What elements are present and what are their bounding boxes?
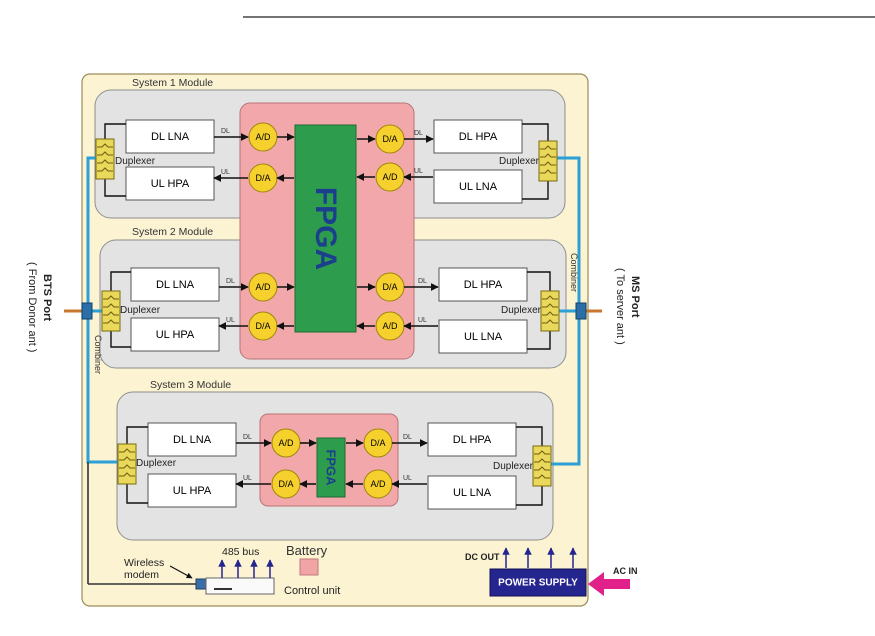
m3-ul-hpa-box bbox=[147, 473, 237, 508]
bts-port-subtitle: ( From Donor ant ) bbox=[26, 262, 38, 352]
m3-right-dl-tag: DL bbox=[403, 434, 412, 441]
battery-block bbox=[299, 558, 319, 576]
duplexer-block-m2-right bbox=[540, 290, 560, 332]
left-combiner-label: Combiner bbox=[93, 335, 103, 374]
ac-in-arrow bbox=[588, 572, 630, 596]
m1-right-duplexer-label: Duplexer bbox=[499, 156, 540, 167]
m2-ad-label: A/D bbox=[255, 282, 271, 292]
m3-left-dl-tag: DL bbox=[243, 434, 252, 441]
m1-left-duplexer-label: Duplexer bbox=[115, 156, 156, 167]
m1-right-dl-tag: DL bbox=[414, 130, 423, 137]
signal-arrows bbox=[213, 133, 439, 488]
m2-ul-hpa-label: UL HPA bbox=[156, 329, 195, 341]
bus-label: 485 bus bbox=[222, 546, 259, 558]
m1-ul-hpa-box bbox=[125, 166, 215, 201]
ms-port-title: MS Port bbox=[629, 276, 641, 318]
m1-ul-lna-label: UL LNA bbox=[459, 181, 498, 193]
m2-right-duplexer-label: Duplexer bbox=[501, 305, 542, 316]
m3-left-duplexer-label: Duplexer bbox=[136, 458, 177, 469]
dc-out-arrows bbox=[502, 547, 577, 568]
duplexer-block-m2-left bbox=[101, 290, 121, 332]
m1-right-ul-tag: UL bbox=[414, 168, 423, 175]
m2-dl-lna-label: DL LNA bbox=[156, 279, 195, 291]
power-supply-box bbox=[489, 568, 587, 597]
duplexer-block-m1-right bbox=[538, 140, 558, 182]
m2-right-ul-tag: UL bbox=[418, 317, 427, 324]
m3-dl-hpa-box bbox=[427, 422, 517, 457]
duplexer-wiring bbox=[104, 123, 551, 506]
module-1-title: System 1 Module bbox=[132, 77, 213, 89]
m1-ad-label: A/D bbox=[255, 132, 271, 142]
module-3-title: System 3 Module bbox=[150, 379, 231, 391]
m2-dl-hpa-box bbox=[438, 267, 528, 302]
control-unit-label: Control unit bbox=[284, 585, 340, 597]
m2-left-duplexer-label: Duplexer bbox=[120, 305, 161, 316]
m3-da-label-left: D/A bbox=[278, 479, 293, 489]
m1-ul-hpa-label: UL HPA bbox=[151, 178, 190, 190]
m2-left-dl-tag: DL bbox=[226, 278, 235, 285]
m3-left-ul-tag: UL bbox=[243, 475, 252, 482]
m3-right-ul-tag: UL bbox=[403, 475, 412, 482]
m1-dl-lna-label: DL LNA bbox=[151, 131, 190, 143]
ms-port-subtitle: ( To server ant ) bbox=[614, 268, 626, 345]
m3-dl-lna-label: DL LNA bbox=[173, 434, 212, 446]
wireless-modem-label-line1: Wireless bbox=[124, 557, 164, 569]
m1-ad-label-right: A/D bbox=[382, 172, 398, 182]
m1-left-ul-tag: UL bbox=[221, 169, 230, 176]
m2-right-dl-tag: DL bbox=[418, 278, 427, 285]
fpga-chip-large bbox=[294, 124, 357, 333]
m3-ul-hpa-label: UL HPA bbox=[173, 485, 212, 497]
ac-in-label: AC IN bbox=[613, 566, 638, 576]
battery-label: Battery bbox=[286, 543, 328, 558]
m3-right-duplexer-label: Duplexer bbox=[493, 461, 534, 472]
modem-pointer-arrow bbox=[169, 565, 193, 579]
wireless-modem-label-line2: modem bbox=[124, 569, 159, 581]
m1-da-label-left: D/A bbox=[255, 173, 270, 183]
dc-out-label: DC OUT bbox=[465, 552, 500, 562]
m2-ul-hpa-box bbox=[130, 317, 220, 352]
m2-ul-lna-box bbox=[438, 319, 528, 354]
ms-port-connector bbox=[575, 302, 587, 320]
power-supply-label: POWER SUPPLY bbox=[498, 578, 578, 589]
m2-da-label-left: D/A bbox=[255, 321, 270, 331]
bts-port-title: BTS Port bbox=[41, 274, 53, 321]
duplexer-block-m3-left bbox=[117, 443, 137, 485]
m1-dl-hpa-box bbox=[433, 119, 523, 154]
fpga-chip-large-label: FPGA bbox=[309, 187, 342, 270]
m3-ul-lna-label: UL LNA bbox=[453, 487, 492, 499]
m2-da-label-right: D/A bbox=[382, 282, 397, 292]
fpga-chip-small bbox=[316, 437, 346, 498]
right-combiner-label: Combiner bbox=[569, 253, 579, 292]
m3-ul-lna-box bbox=[427, 475, 517, 510]
m2-dl-lna-box bbox=[130, 267, 220, 302]
m3-ad-label-right: A/D bbox=[370, 479, 386, 489]
m1-left-dl-tag: DL bbox=[221, 128, 230, 135]
module-2-title: System 2 Module bbox=[132, 226, 213, 238]
m1-dl-hpa-label: DL HPA bbox=[459, 131, 498, 143]
control-unit-board bbox=[205, 577, 275, 595]
m3-da-label-right: D/A bbox=[370, 438, 385, 448]
duplexer-block-m3-right bbox=[532, 445, 552, 487]
duplexer-block-m1-left bbox=[95, 138, 115, 180]
bus-arrows bbox=[218, 559, 274, 578]
m1-ul-lna-box bbox=[433, 169, 523, 204]
modem-connector bbox=[195, 578, 207, 590]
m2-left-ul-tag: UL bbox=[226, 317, 235, 324]
m3-ad-label: A/D bbox=[278, 438, 294, 448]
m3-dl-lna-box bbox=[147, 422, 237, 457]
fpga-chip-small-label: FPGA bbox=[324, 449, 339, 486]
m2-dl-hpa-label: DL HPA bbox=[464, 279, 503, 291]
m2-ul-lna-label: UL LNA bbox=[464, 331, 503, 343]
m1-da-label-right: D/A bbox=[382, 134, 397, 144]
m3-dl-hpa-label: DL HPA bbox=[453, 434, 492, 446]
m2-ad-label-right: A/D bbox=[382, 321, 398, 331]
m1-dl-lna-box bbox=[125, 119, 215, 154]
signal-direction-labels: DL UL DL UL DL UL DL UL DL UL DL UL bbox=[221, 128, 427, 482]
bts-port-connector bbox=[81, 302, 93, 320]
